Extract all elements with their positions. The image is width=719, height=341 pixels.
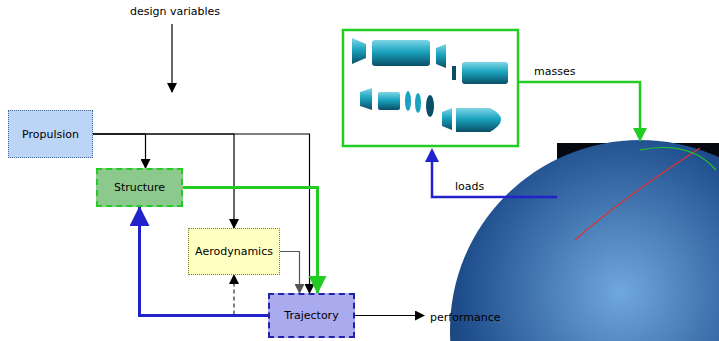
node-label: Trajectory: [284, 309, 338, 322]
input-label: design variables: [130, 5, 220, 18]
flow-arrow: [234, 275, 268, 316]
flow-arrow: [93, 134, 310, 293]
flow-label: loads: [455, 180, 484, 193]
flow-arrow: [93, 134, 234, 228]
trajectory-box: Trajectory: [268, 293, 355, 338]
aerodynamics-box: Aerodynamics: [188, 228, 280, 275]
propulsion-box: Propulsion: [8, 110, 93, 158]
flow-arrow: [93, 134, 146, 168]
output-label: performance: [430, 311, 500, 324]
flow-label: masses: [534, 65, 575, 78]
node-label: Aerodynamics: [195, 245, 273, 258]
node-label: Propulsion: [22, 128, 79, 141]
output-arrow: [355, 315, 424, 316]
flow-arrow: [183, 188, 318, 294]
flow-arrow: [280, 252, 300, 294]
node-label: Structure: [114, 181, 165, 194]
structure-box: Structure: [96, 168, 183, 207]
